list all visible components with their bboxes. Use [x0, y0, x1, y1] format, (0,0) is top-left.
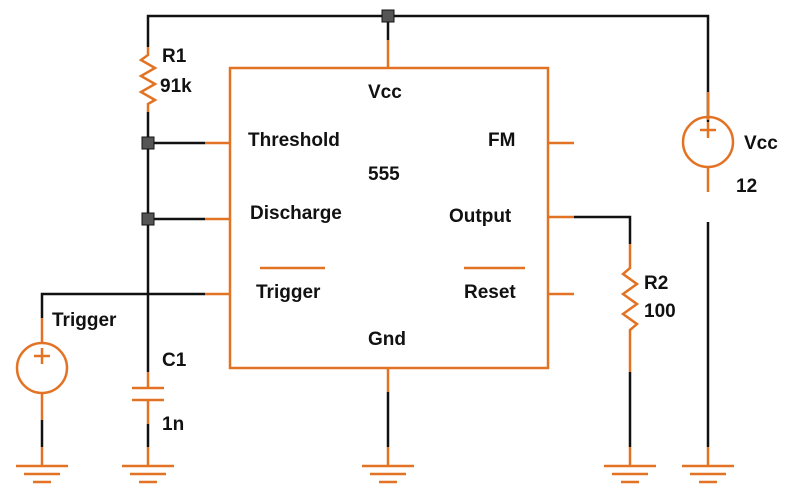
ground-symbol-vcc: [682, 447, 734, 484]
ic-name: 555: [368, 164, 400, 185]
r1-value: 91k: [160, 76, 192, 97]
r2-zigzag: [620, 244, 640, 372]
r1-name: R1: [162, 46, 187, 67]
r2-name: R2: [644, 273, 668, 294]
pin-label-discharge: Discharge: [250, 203, 342, 224]
ground-symbol-r2: [604, 447, 656, 484]
pin-label-output: Output: [449, 206, 512, 227]
pin-label-fm: FM: [488, 130, 515, 151]
voltage-source-trigger[interactable]: Trigger: [15, 310, 117, 420]
ground-symbol-trigger: [16, 447, 68, 484]
junction-node-discharge: [141, 212, 155, 226]
ground-symbol-c1: [122, 447, 174, 484]
c1-value: 1n: [162, 414, 184, 435]
junction-node-threshold: [141, 136, 155, 150]
vcc-source-value: 12: [736, 176, 757, 197]
c1-name: C1: [162, 350, 187, 371]
pin-label-trigger: Trigger: [256, 282, 321, 303]
resistor-r1[interactable]: R1 91k: [138, 46, 192, 112]
resistor-r2[interactable]: R2 100: [620, 244, 676, 372]
ic-555[interactable]: Vcc Threshold 555 Discharge Trigger Gnd …: [205, 40, 574, 392]
voltage-source-vcc[interactable]: Vcc 12: [681, 92, 778, 197]
junction-node-top: [381, 9, 395, 23]
capacitor-c1[interactable]: C1 1n: [132, 350, 187, 435]
pin-label-threshold: Threshold: [248, 130, 340, 151]
wire-output: [574, 215, 632, 244]
wires: [40, 14, 710, 447]
trigger-source-name: Trigger: [52, 310, 117, 331]
r1-zigzag: [138, 47, 158, 112]
r2-value: 100: [644, 301, 676, 322]
wire-trigger: [40, 292, 205, 318]
vcc-top-rail: [146, 14, 710, 122]
pin-label-reset: Reset: [464, 282, 516, 303]
ground-symbol-ic: [362, 447, 414, 484]
vcc-source-name: Vcc: [744, 133, 778, 154]
pin-label-gnd: Gnd: [368, 329, 406, 350]
pin-label-vcc: Vcc: [368, 82, 402, 103]
